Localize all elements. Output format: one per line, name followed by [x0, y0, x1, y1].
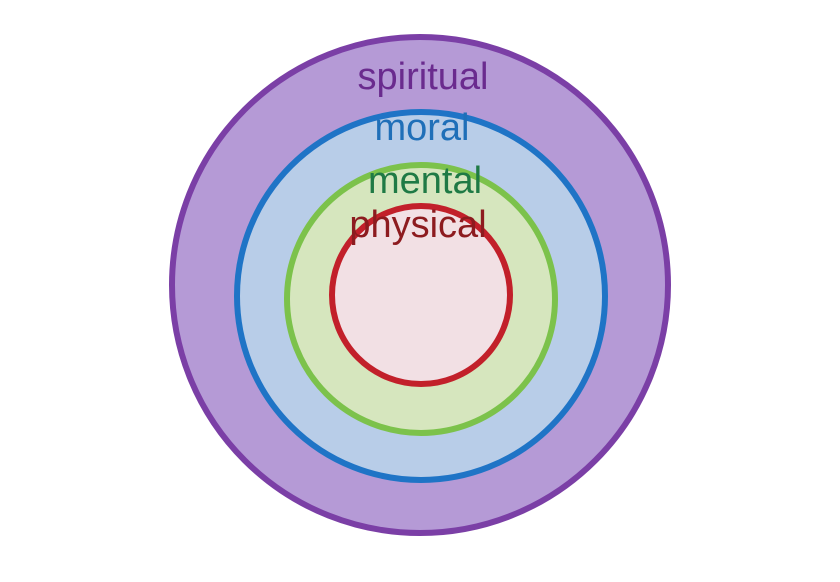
moral-label: moral [374, 107, 469, 149]
mental-label: mental [368, 160, 482, 202]
spiritual-label: spiritual [358, 56, 489, 98]
physical-label: physical [349, 204, 486, 246]
physical-circle [329, 203, 513, 387]
